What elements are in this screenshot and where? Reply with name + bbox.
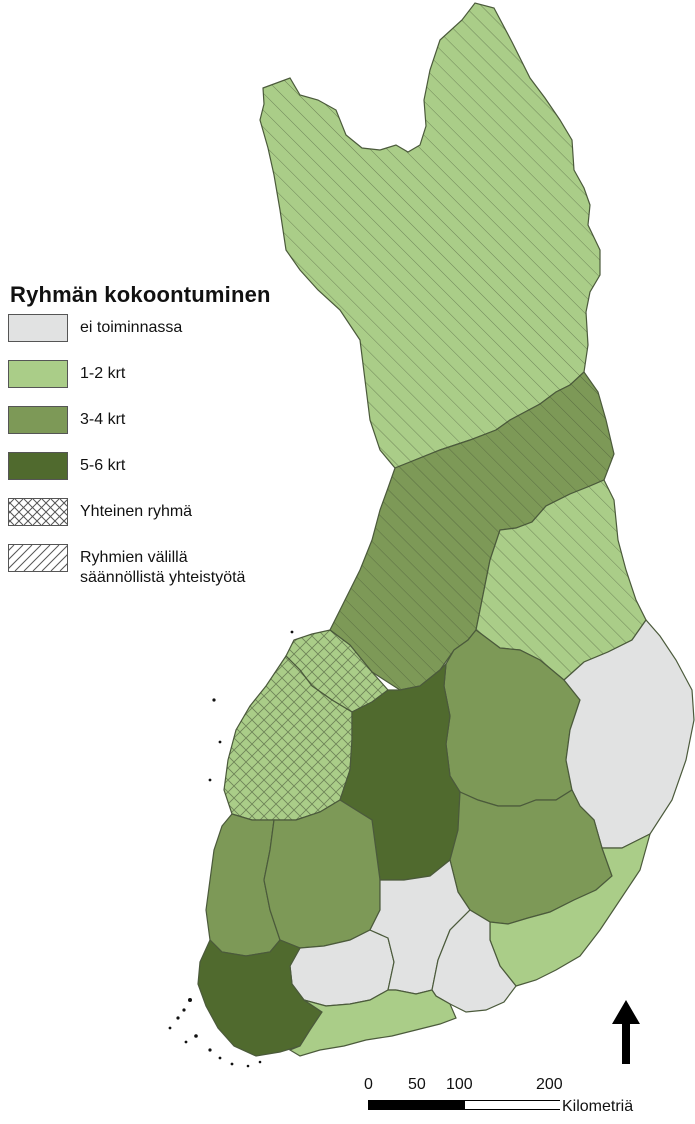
legend-item: 1-2 krt xyxy=(8,360,348,400)
legend-label: Ryhmien välillä säännöllistä yhteistyötä xyxy=(80,549,246,586)
north-arrow xyxy=(612,1000,640,1064)
region-uusimaa xyxy=(288,989,457,1057)
legend-item: ei toiminnassa xyxy=(8,314,348,354)
region-pohjois-karjala xyxy=(563,619,695,849)
scale-segment-3 xyxy=(417,1101,465,1109)
legend-swatch xyxy=(8,544,68,572)
legend-title: Ryhmän kokoontuminen xyxy=(10,282,271,307)
scale-unit-label: Kilometriä xyxy=(562,1098,634,1115)
scale-tick-200: 200 xyxy=(536,1076,563,1093)
scale-segment-2 xyxy=(465,1101,561,1109)
scale-tick-50: 50 xyxy=(408,1076,426,1093)
archipelago-islands xyxy=(168,630,294,1068)
region-kymenlaakso xyxy=(431,909,517,1013)
legend-item: 3-4 krt xyxy=(8,406,348,446)
scale-tick-100: 100 xyxy=(446,1076,473,1093)
legend-item: Yhteinen ryhmä xyxy=(8,498,348,538)
legend-label: 5-6 krt xyxy=(80,457,126,474)
legend-swatch xyxy=(8,360,68,388)
legend-label: 3-4 krt xyxy=(80,411,126,428)
legend-label: ei toiminnassa xyxy=(80,319,183,336)
legend-label: Yhteinen ryhmä xyxy=(80,503,193,520)
legend-item: 5-6 krt xyxy=(8,452,348,492)
scale-segment-1 xyxy=(369,1101,417,1109)
legend-swatch xyxy=(8,406,68,434)
legend: Ryhmän kokoontuminen ei toiminnassa 1-2 k… xyxy=(8,282,348,602)
legend-label: 1-2 krt xyxy=(80,365,126,382)
legend-item: Ryhmien välillä säännöllistä yhteistyötä xyxy=(8,544,348,596)
scale-bar: 0 50 100 200 Kilometriä xyxy=(350,1076,650,1116)
legend-swatch xyxy=(8,498,68,526)
scale-tick-0: 0 xyxy=(364,1076,373,1093)
legend-swatch xyxy=(8,452,68,480)
region-pirkanmaa xyxy=(263,799,381,949)
legend-swatch xyxy=(8,314,68,342)
scale-track xyxy=(368,1100,561,1110)
